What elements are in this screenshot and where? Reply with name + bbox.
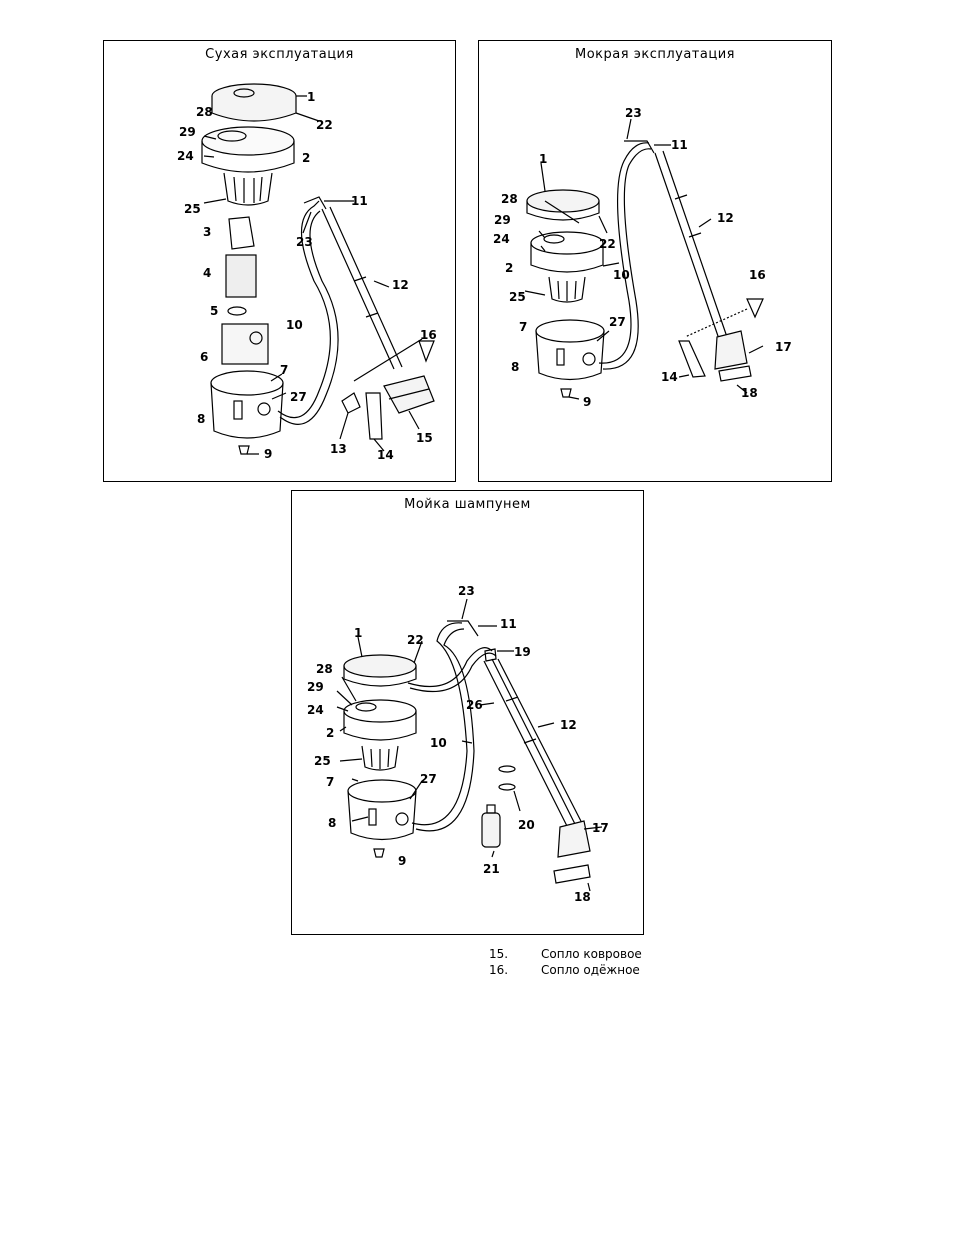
legend-number: 16.: [489, 963, 541, 977]
part-label: 7: [326, 775, 334, 789]
part-label: 6: [200, 350, 208, 364]
part-label: 28: [501, 192, 518, 206]
part-label: 21: [483, 862, 500, 876]
part-label: 1: [354, 626, 362, 640]
part-label: 29: [307, 680, 324, 694]
legend-row: 16. Сопло одёжное: [489, 962, 642, 978]
part-label: 2: [326, 726, 334, 740]
part-label: 1: [307, 90, 315, 104]
part-label: 22: [316, 118, 333, 132]
part-label: 27: [609, 315, 626, 329]
part-label: 14: [377, 448, 394, 462]
part-label: 10: [613, 268, 630, 282]
part-label: 3: [203, 225, 211, 239]
part-label: 12: [392, 278, 409, 292]
part-label: 24: [307, 703, 324, 717]
part-label: 29: [179, 125, 196, 139]
part-label: 28: [196, 105, 213, 119]
diagram-wet-operation: 23 11 1 28 22 29 24 12 2 10 16 25 7 27 1…: [479, 41, 833, 483]
part-label: 7: [280, 363, 288, 377]
part-label: 12: [717, 211, 734, 225]
part-label: 12: [560, 718, 577, 732]
part-label: 2: [505, 261, 513, 275]
part-label: 14: [661, 370, 678, 384]
part-label: 9: [398, 854, 406, 868]
part-label: 17: [775, 340, 792, 354]
panel-shampoo-washing: Мойка шампунем: [291, 490, 644, 935]
part-label: 18: [741, 386, 758, 400]
part-label: 4: [203, 266, 211, 280]
part-label: 18: [574, 890, 591, 904]
part-label: 27: [420, 772, 437, 786]
panel-wet-operation: Мокрая эксплуатация: [478, 40, 832, 482]
part-label: 26: [466, 698, 483, 712]
part-label: 8: [511, 360, 519, 374]
part-label: 28: [316, 662, 333, 676]
part-label: 22: [407, 633, 424, 647]
part-label: 24: [493, 232, 510, 246]
part-label: 13: [330, 442, 347, 456]
part-label: 16: [749, 268, 766, 282]
part-label: 2: [302, 151, 310, 165]
legend-text: Сопло одёжное: [541, 963, 640, 977]
diagram-shampoo-washing: 23 11 1 22 19 28 29 24 26 12 2 25 10 7 2…: [292, 491, 645, 936]
part-label: 8: [328, 816, 336, 830]
part-label: 25: [184, 202, 201, 216]
part-label: 10: [286, 318, 303, 332]
part-label: 24: [177, 149, 194, 163]
part-label: 23: [625, 106, 642, 120]
diagram-dry-operation: 1 22 28 29 24 2 25 11 23 3 4 12 5 10 16 …: [104, 41, 457, 483]
part-label: 25: [314, 754, 331, 768]
part-label: 16: [420, 328, 437, 342]
legend-text: Сопло ковровое: [541, 947, 642, 961]
part-label: 9: [264, 447, 272, 461]
part-label: 27: [290, 390, 307, 404]
part-label: 1: [539, 152, 547, 166]
part-label: 17: [592, 821, 609, 835]
legend-number: 15.: [489, 947, 541, 961]
legend-row: 15. Сопло ковровое: [489, 946, 642, 962]
part-label: 9: [583, 395, 591, 409]
part-label: 10: [430, 736, 447, 750]
part-label: 20: [518, 818, 535, 832]
part-label: 7: [519, 320, 527, 334]
panel-dry-operation: Сухая эксплуатация: [103, 40, 456, 482]
part-label: 11: [351, 194, 368, 208]
part-label: 22: [599, 237, 616, 251]
part-label: 5: [210, 304, 218, 318]
part-label: 8: [197, 412, 205, 426]
part-label: 29: [494, 213, 511, 227]
part-label: 23: [296, 235, 313, 249]
part-label: 19: [514, 645, 531, 659]
part-label: 11: [671, 138, 688, 152]
part-label: 23: [458, 584, 475, 598]
part-label: 15: [416, 431, 433, 445]
part-label: 11: [500, 617, 517, 631]
part-label: 25: [509, 290, 526, 304]
parts-legend: 15. Сопло ковровое 16. Сопло одёжное: [489, 946, 642, 978]
